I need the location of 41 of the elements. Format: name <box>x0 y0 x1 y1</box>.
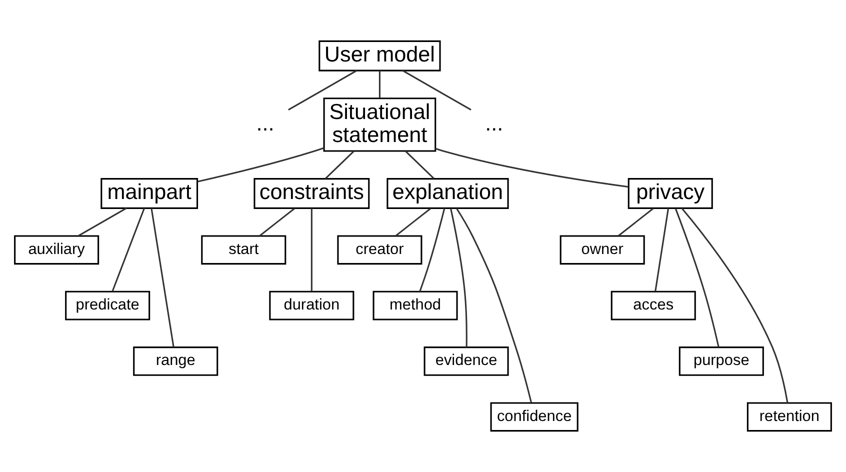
connector <box>395 208 432 236</box>
connector <box>288 70 357 111</box>
node-box: explanation <box>386 178 509 209</box>
node-box: mainpart <box>100 178 198 209</box>
connector <box>378 70 380 98</box>
connector <box>419 208 446 292</box>
connector <box>435 148 628 188</box>
connector <box>404 150 434 180</box>
connector <box>197 147 324 182</box>
node-box: privacy <box>628 178 713 209</box>
node-box: retention <box>746 402 832 432</box>
connector <box>456 208 532 403</box>
node-box: duration <box>269 290 354 320</box>
node-box: owner <box>560 235 645 265</box>
connector <box>150 208 174 348</box>
node-box: confidence <box>490 402 578 432</box>
node-box: method <box>372 290 458 320</box>
node-box: start <box>201 235 286 265</box>
connector <box>654 208 670 292</box>
connector <box>450 208 468 348</box>
connector <box>618 208 654 236</box>
node-box: acces <box>610 290 696 320</box>
node-text: ... <box>485 110 504 136</box>
node-box: constraints <box>254 178 370 209</box>
connector <box>310 208 312 292</box>
connector <box>681 208 788 404</box>
node-box: auxiliary <box>14 235 100 265</box>
node-box: predicate <box>65 290 150 320</box>
connector <box>325 150 355 180</box>
node-box: purpose <box>678 346 764 376</box>
node-box: creator <box>337 235 422 265</box>
connector <box>78 208 127 236</box>
node-box: User model <box>318 40 441 72</box>
node-box: Situational statement <box>323 98 436 152</box>
node-box: range <box>133 346 218 376</box>
connector <box>674 208 720 348</box>
connector <box>112 208 145 292</box>
node-text: ... <box>256 110 274 136</box>
node-box: evidence <box>424 346 509 376</box>
connector <box>402 70 472 111</box>
connector <box>259 208 295 236</box>
